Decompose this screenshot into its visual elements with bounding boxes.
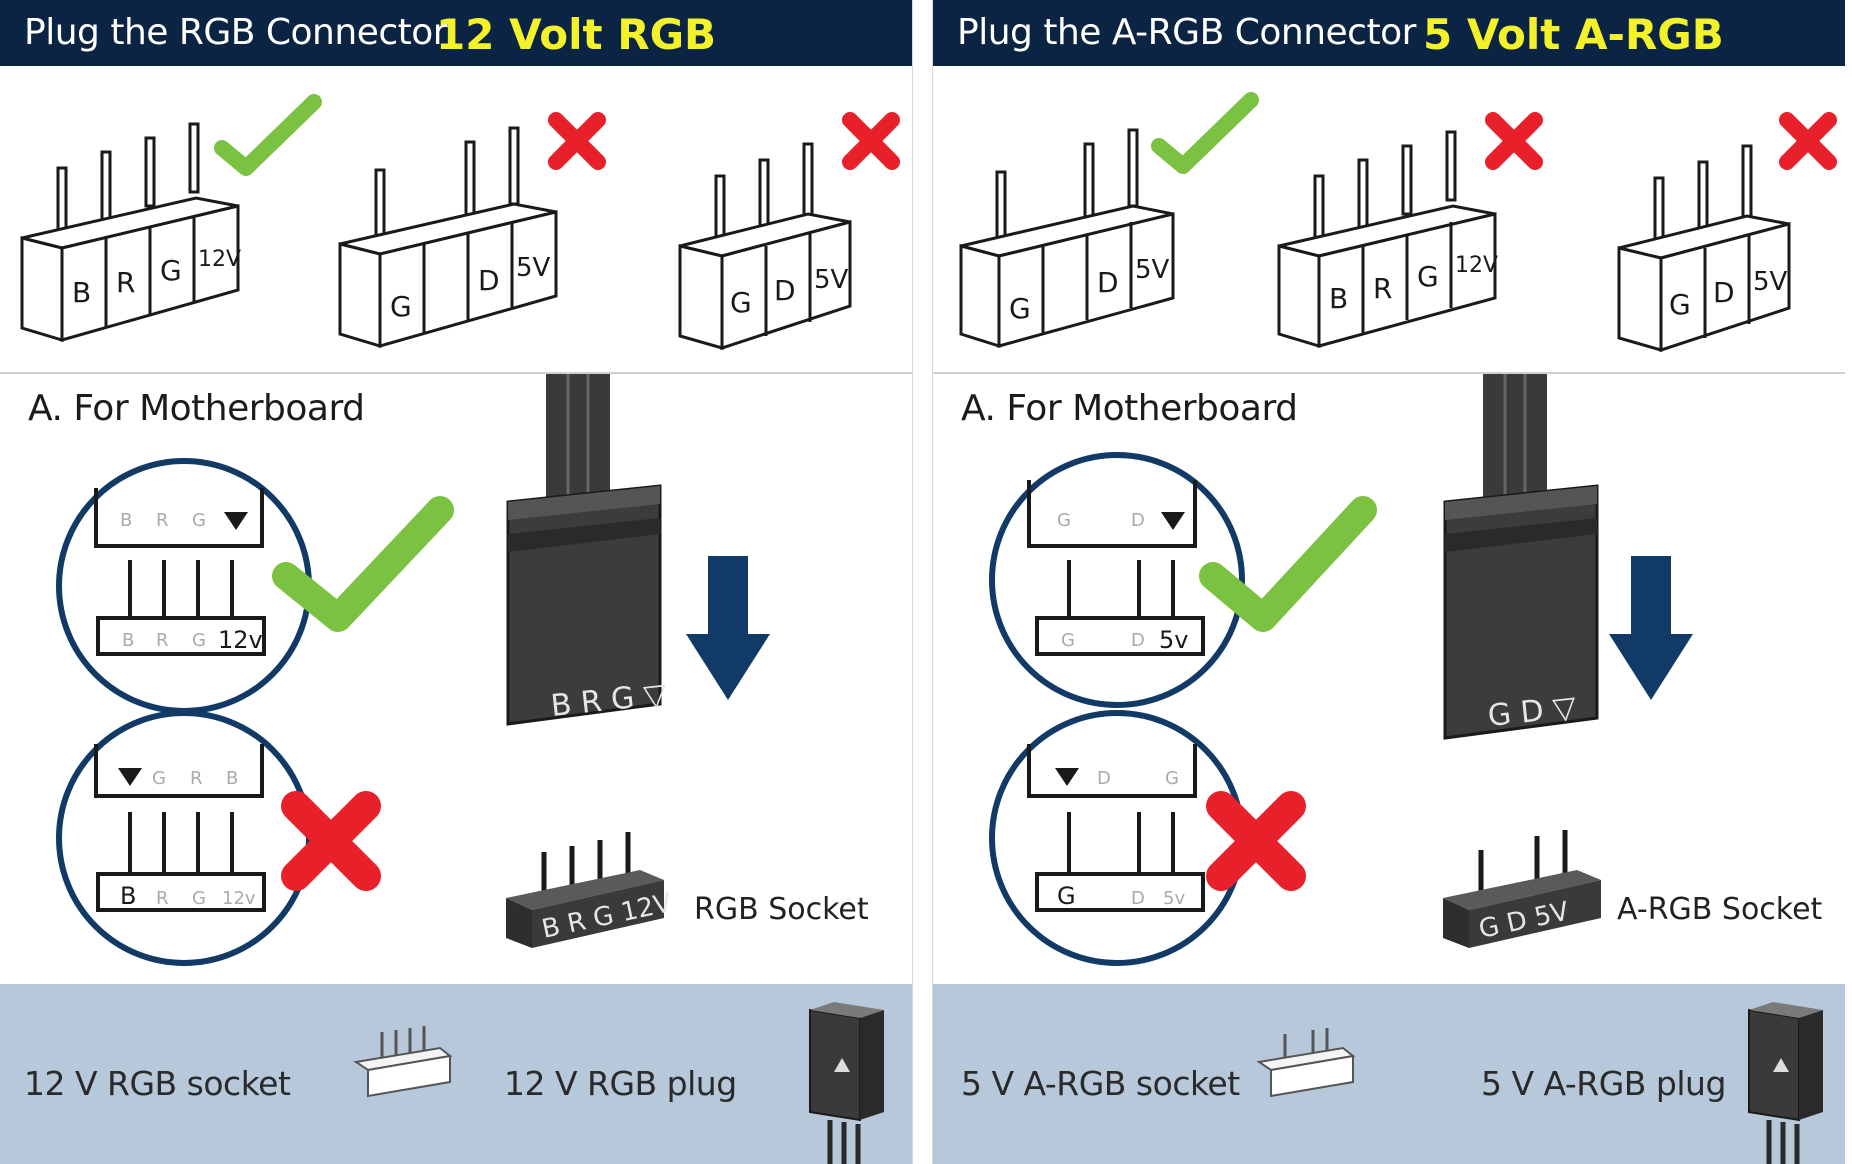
svg-text:R: R (156, 510, 169, 531)
svg-text:D: D (1097, 768, 1111, 789)
bottom-legend-band: 5 V A-RGB socket 5 V A-RGB plug (933, 984, 1845, 1164)
bottom-socket-label: 5 V A-RGB socket (961, 1064, 1240, 1103)
pin-label: R (1373, 272, 1392, 305)
argb-panel: Plug the A-RGB Connector 5 Volt A-RGB G … (933, 0, 1845, 1164)
connector-2-pin-labels: B R G 12V (1329, 253, 1498, 315)
connector-3-pin-labels: G D 5V (730, 265, 849, 319)
connector-4pin-brg12v (1277, 130, 1497, 349)
check-icon (272, 496, 454, 632)
pin-label: G (1669, 288, 1691, 321)
panel-gap (912, 0, 933, 1164)
pin-label: G (1417, 260, 1439, 293)
check-icon (214, 94, 322, 176)
svg-text:G: G (152, 768, 166, 789)
connector-3pin-gd5v (678, 142, 852, 351)
svg-text:12v: 12v (222, 888, 256, 909)
pin-label: G (160, 254, 182, 287)
bottom-socket-label: 12 V RGB socket (24, 1064, 291, 1103)
socket-label: RGB Socket (694, 892, 869, 927)
check-icon (1199, 496, 1377, 632)
svg-text:D: D (1131, 630, 1145, 651)
pin-label: 5V (814, 265, 849, 295)
cross-icon (842, 112, 900, 170)
voltage-label: 5 Volt A-RGB (1423, 10, 1724, 59)
svg-text:12v: 12v (218, 626, 263, 654)
svg-text:G: G (192, 888, 206, 909)
arrow-down-icon (686, 556, 770, 700)
svg-text:G: G (192, 630, 206, 651)
rgb-socket: B R G 12V (506, 832, 675, 948)
title-bar: Plug the RGB Connector 12 Volt RGB (0, 0, 912, 66)
pin-label: D (1097, 266, 1119, 299)
connector-3pin-gd5v (1617, 144, 1791, 353)
svg-text:5v: 5v (1159, 626, 1188, 654)
bottom-plug-label: 5 V A-RGB plug (1481, 1064, 1726, 1103)
connector-1-pin-labels: B R G 12V (72, 247, 241, 309)
svg-text:B: B (122, 630, 134, 651)
pin-label: 5V (516, 253, 551, 283)
panel-title: Plug the A-RGB Connector (957, 12, 1416, 53)
bottom-legend-band: 12 V RGB socket 12 V RGB plug (0, 984, 912, 1164)
connector-1-pin-labels: G D 5V (1009, 255, 1170, 325)
argb-plug: G D ▽ (1443, 374, 1599, 740)
argb-socket: G D 5V (1443, 830, 1601, 948)
pin-label: B (72, 276, 91, 309)
section-divider (0, 372, 912, 374)
wrong-orientation-circle: D G G D 5v (989, 710, 1245, 966)
panel-title: Plug the RGB Connector (24, 12, 448, 53)
connector-4pin-gd5v (338, 126, 558, 349)
correct-orientation-circle: G D G D 5v (989, 452, 1245, 708)
svg-text:G: G (192, 510, 206, 531)
check-icon (1151, 92, 1259, 174)
cross-icon (548, 112, 606, 170)
connector-4pin-gd5v (959, 128, 1175, 349)
socket-label: A-RGB Socket (1617, 892, 1823, 927)
svg-text:R: R (190, 768, 203, 789)
pin-label: G (1009, 292, 1031, 325)
pin-label: D (478, 264, 500, 297)
svg-text:R: R (156, 888, 169, 909)
cross-icon (1779, 112, 1837, 170)
connector-2-pin-labels: G D 5V (390, 253, 551, 323)
connector-3-pin-labels: G D 5V (1669, 267, 1788, 321)
pin-label: 12V (198, 247, 241, 272)
voltage-label: 12 Volt RGB (436, 10, 717, 59)
pin-label: G (390, 290, 412, 323)
pin-label: B (1329, 282, 1348, 315)
svg-text:G: G (1165, 768, 1179, 789)
section-divider (933, 372, 1845, 374)
svg-text:D: D (1131, 510, 1145, 531)
argb-diagram: G D 5V B R G 12V (959, 92, 1837, 966)
cross-icon (1206, 791, 1306, 891)
pin-label: 12V (1455, 253, 1498, 278)
connector-4pin-brg12v (20, 122, 240, 343)
pin-label: 5V (1135, 255, 1170, 285)
rgb-panel: Plug the RGB Connector 12 Volt RGB B R G… (0, 0, 912, 1164)
pin-label: 5V (1753, 267, 1788, 297)
svg-text:B: B (120, 882, 136, 910)
svg-text:G: G (1057, 510, 1071, 531)
title-bar: Plug the A-RGB Connector 5 Volt A-RGB (933, 0, 1845, 66)
pin-label: D (1713, 276, 1735, 309)
cross-icon (1485, 112, 1543, 170)
svg-text:B: B (226, 768, 238, 789)
rgb-plug: B R G ▽ (506, 374, 669, 726)
svg-text:G: G (1057, 882, 1076, 910)
cross-icon (281, 791, 381, 891)
correct-orientation-circle: B R G B R G 12v (56, 458, 312, 714)
section-heading: A. For Motherboard (961, 388, 1298, 429)
svg-text:D: D (1131, 888, 1145, 909)
pin-label: G (730, 286, 752, 319)
arrow-down-icon (1609, 556, 1693, 700)
pin-label: R (116, 266, 135, 299)
pin-label: D (774, 274, 796, 307)
svg-text:G: G (1061, 630, 1075, 651)
svg-text:R: R (156, 630, 169, 651)
section-heading: A. For Motherboard (28, 388, 365, 429)
svg-text:5v: 5v (1163, 888, 1185, 909)
bottom-plug-label: 12 V RGB plug (504, 1064, 737, 1103)
svg-text:B: B (120, 510, 132, 531)
